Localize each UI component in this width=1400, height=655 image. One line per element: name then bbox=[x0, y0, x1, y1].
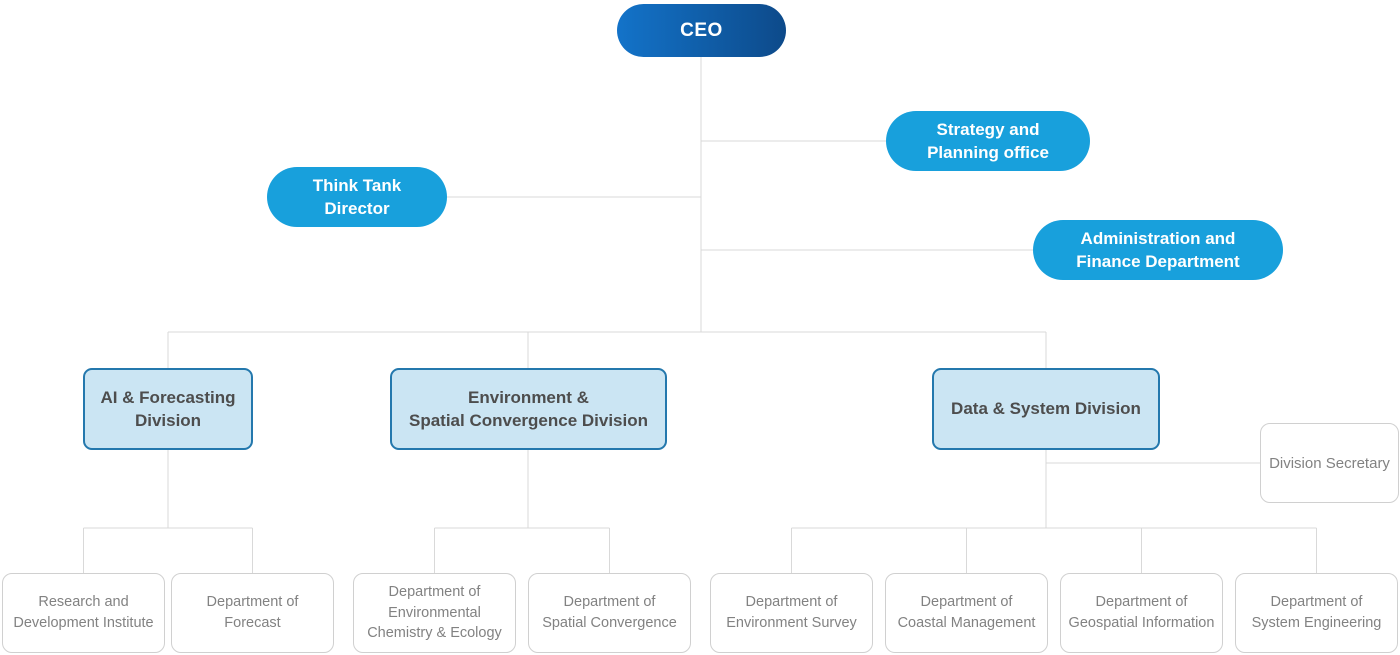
node-department-of-system-engineering: Department of System Engineering bbox=[1235, 573, 1398, 653]
node-think-tank-director: Think Tank Director bbox=[267, 167, 447, 227]
node-division-secretary: Division Secretary bbox=[1260, 423, 1399, 503]
node-department-of-environment-survey: Department of Environment Survey bbox=[710, 573, 873, 653]
node-strategy-planning-office: Strategy and Planning office bbox=[886, 111, 1090, 171]
node-data-system-division: Data & System Division bbox=[932, 368, 1160, 450]
node-department-of-spatial-convergence: Department of Spatial Convergence bbox=[528, 573, 691, 653]
node-environment-spatial-convergence-division: Environment & Spatial Convergence Divisi… bbox=[390, 368, 667, 450]
node-department-of-environmental-chemistry-ecology: Department of Environmental Chemistry & … bbox=[353, 573, 516, 653]
node-administration-finance-department: Administration and Finance Department bbox=[1033, 220, 1283, 280]
node-department-of-coastal-management: Department of Coastal Management bbox=[885, 573, 1048, 653]
node-ai-forecasting-division: AI & Forecasting Division bbox=[83, 368, 253, 450]
node-department-of-geospatial-information: Department of Geospatial Information bbox=[1060, 573, 1223, 653]
node-department-of-forecast: Department of Forecast bbox=[171, 573, 334, 653]
node-ceo: CEO bbox=[617, 4, 786, 57]
node-research-development-institute: Research and Development Institute bbox=[2, 573, 165, 653]
